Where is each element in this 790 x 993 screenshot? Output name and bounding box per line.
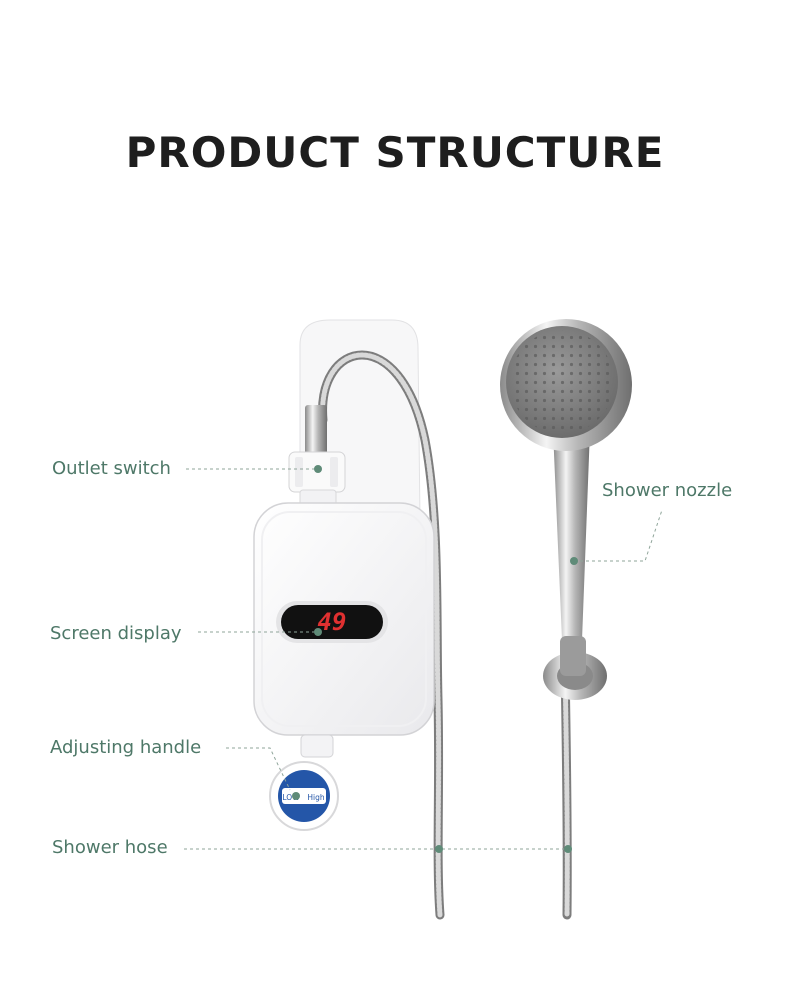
screen-display-marker <box>314 628 322 636</box>
outlet-switch-marker <box>314 465 322 473</box>
shower-holder <box>543 636 607 700</box>
hose-left-marker <box>435 845 443 853</box>
display-readout: 49 <box>318 608 347 636</box>
label-outlet-switch: Outlet switch <box>52 458 171 479</box>
adjusting-handle: LOW High <box>269 734 339 831</box>
page-title: PRODUCT STRUCTURE <box>125 128 665 177</box>
label-screen-display: Screen display <box>50 623 182 644</box>
screen-display: 49 <box>276 601 388 643</box>
leader-lines <box>184 468 663 850</box>
shower-nozzle-marker <box>570 557 578 565</box>
label-adjusting-handle: Adjusting handle <box>50 737 202 758</box>
adjusting-handle-marker <box>292 792 300 800</box>
shower-head <box>500 319 632 640</box>
label-shower-nozzle: Shower nozzle <box>602 480 733 501</box>
label-shower-hose: Shower hose <box>52 837 168 858</box>
marker-dots <box>292 465 578 853</box>
outlet-switch <box>288 405 346 507</box>
knob-high-label: High <box>307 793 324 802</box>
knob-low-label: LOW <box>282 793 300 802</box>
hose-right-marker <box>564 845 572 853</box>
